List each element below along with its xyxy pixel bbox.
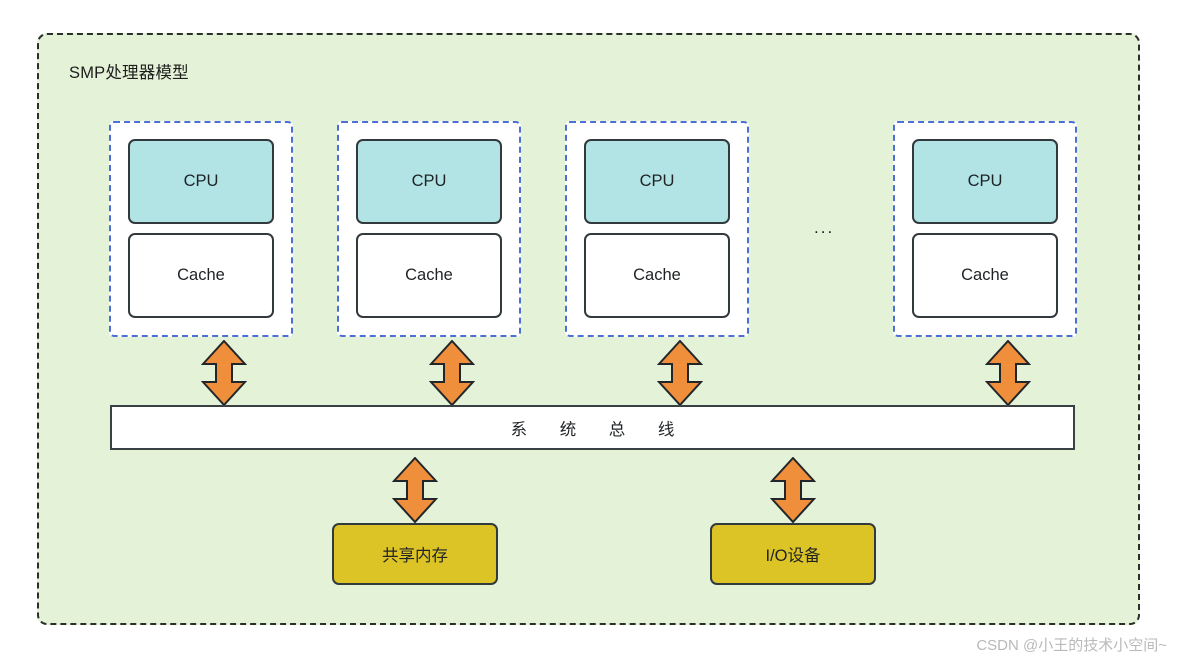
arrow-bus-to-shared-memory [392, 457, 438, 523]
system-bus[interactable]: 系 统 总 线 [110, 405, 1075, 450]
cpu-group-4-inner: CPU Cache [912, 139, 1058, 319]
cpu-group-3-inner: CPU Cache [584, 139, 730, 319]
io-device-box[interactable]: I/O设备 [710, 523, 876, 585]
page-title: SMP处理器模型 [69, 64, 189, 82]
cpu-box-3[interactable]: CPU [584, 139, 730, 224]
cache-box-3[interactable]: Cache [584, 233, 730, 318]
arrow-bus-to-io-device [770, 457, 816, 523]
ellipsis-marker: ... [814, 218, 835, 237]
system-bus-label: 系 统 总 线 [510, 420, 689, 439]
csdn-watermark: CSDN @小王的技术小空间~ [976, 637, 1167, 654]
cache-box-1[interactable]: Cache [128, 233, 274, 318]
cpu-group-1[interactable]: CPU Cache [109, 121, 293, 337]
cpu-group-4[interactable]: CPU Cache [893, 121, 1077, 337]
cpu-box-4[interactable]: CPU [912, 139, 1058, 224]
cpu-group-2[interactable]: CPU Cache [337, 121, 521, 337]
cpu-group-2-inner: CPU Cache [356, 139, 502, 319]
cpu-box-1[interactable]: CPU [128, 139, 274, 224]
cpu-group-1-inner: CPU Cache [128, 139, 274, 319]
arrow-cpu2-to-bus [429, 340, 475, 406]
smp-diagram-frame: SMP处理器模型 CPU Cache CPU Cache CPU Cache .… [37, 33, 1140, 625]
cache-box-2[interactable]: Cache [356, 233, 502, 318]
arrow-cpu4-to-bus [985, 340, 1031, 406]
cache-box-4[interactable]: Cache [912, 233, 1058, 318]
shared-memory-box[interactable]: 共享内存 [332, 523, 498, 585]
arrow-cpu1-to-bus [201, 340, 247, 406]
cpu-group-3[interactable]: CPU Cache [565, 121, 749, 337]
cpu-box-2[interactable]: CPU [356, 139, 502, 224]
arrow-cpu3-to-bus [657, 340, 703, 406]
